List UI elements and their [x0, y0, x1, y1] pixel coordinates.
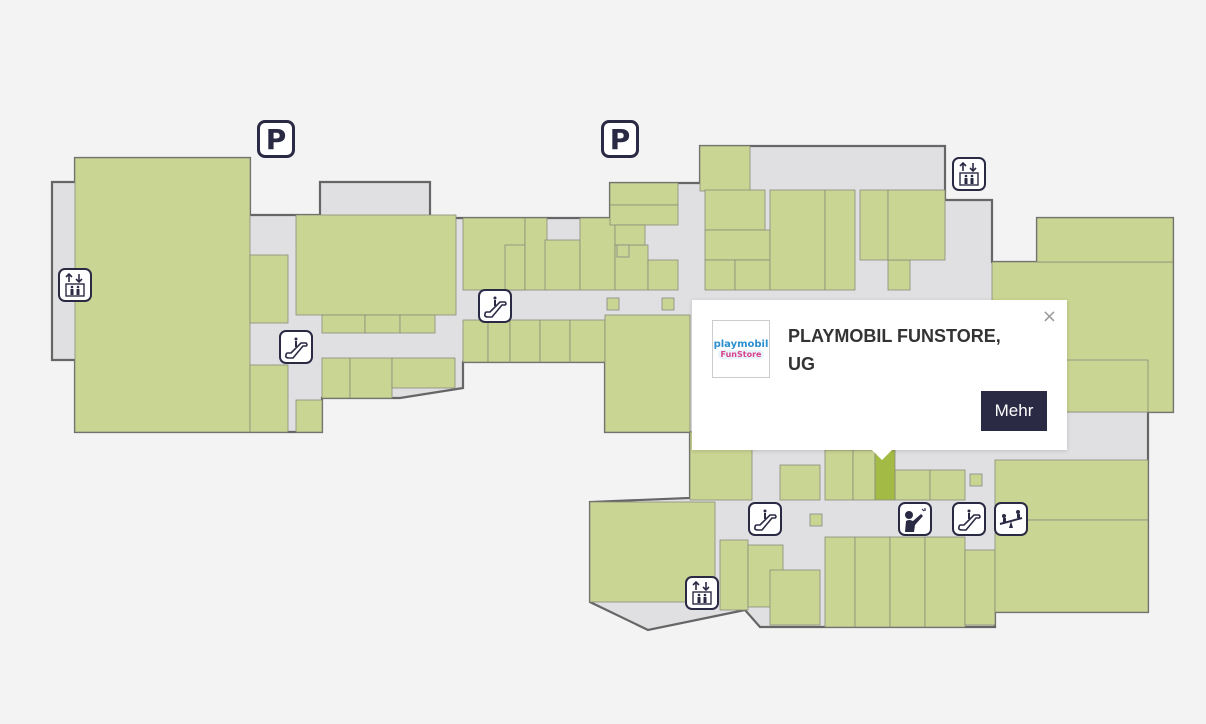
shop-unit[interactable] — [364, 314, 401, 334]
shop-unit[interactable] — [504, 244, 526, 291]
shop-unit[interactable] — [1059, 359, 1149, 413]
close-icon[interactable]: × — [1041, 306, 1057, 327]
shop-unit[interactable] — [399, 314, 436, 334]
shop-unit[interactable] — [964, 549, 996, 626]
shop-unit[interactable] — [524, 217, 548, 291]
shop-unit[interactable] — [887, 259, 911, 291]
parking-icon[interactable]: P — [601, 120, 639, 158]
shop-unit[interactable] — [609, 204, 679, 226]
pillar — [969, 473, 983, 487]
shop-unit[interactable] — [719, 539, 749, 611]
shop-unit[interactable] — [699, 145, 751, 192]
shop-info-popup: playmobil FunStore PLAYMOBIL FUNSTORE, U… — [692, 300, 1067, 460]
shop-unit[interactable] — [321, 357, 351, 399]
shop-unit[interactable] — [924, 536, 966, 628]
shop-unit[interactable] — [779, 464, 821, 501]
shop-unit[interactable] — [647, 259, 679, 291]
shop-unit[interactable] — [569, 319, 606, 363]
shop-unit[interactable] — [487, 319, 511, 363]
shop-unit[interactable] — [1036, 217, 1174, 263]
shop-unit[interactable] — [321, 314, 366, 334]
shop-unit[interactable] — [704, 189, 766, 231]
shop-unit[interactable] — [859, 189, 889, 261]
shop-unit[interactable] — [887, 189, 946, 261]
pillar — [606, 297, 620, 311]
shop-unit[interactable] — [824, 536, 856, 628]
shop-unit[interactable] — [579, 217, 616, 291]
escalator-icon[interactable] — [952, 502, 986, 536]
shop-unit[interactable] — [704, 229, 771, 261]
shop-unit[interactable] — [462, 319, 489, 363]
playground-seesaw-icon[interactable] — [994, 502, 1028, 536]
shop-unit[interactable] — [824, 189, 856, 291]
shop-unit[interactable] — [295, 399, 323, 433]
shop-unit[interactable] — [734, 259, 771, 291]
elevator-icon[interactable] — [952, 157, 986, 191]
shop-unit[interactable] — [539, 319, 571, 363]
parking-icon[interactable]: P — [257, 120, 295, 158]
shop-logo: playmobil FunStore — [712, 320, 770, 378]
shop-unit[interactable] — [604, 314, 691, 433]
shop-unit[interactable] — [894, 469, 931, 501]
escalator-icon[interactable] — [279, 330, 313, 364]
shop-unit[interactable] — [854, 536, 891, 628]
elevator-icon[interactable] — [58, 268, 92, 302]
shop-unit[interactable] — [769, 189, 826, 291]
shop-unit[interactable] — [704, 259, 736, 291]
shop-unit[interactable] — [929, 469, 966, 501]
elevator-icon[interactable] — [685, 576, 719, 610]
shop-unit[interactable] — [509, 319, 541, 363]
shop-unit[interactable] — [74, 157, 251, 433]
shop-unit[interactable] — [544, 239, 581, 291]
shops-layer — [74, 145, 1174, 628]
shop-unit[interactable] — [889, 536, 926, 628]
shop-unit[interactable] — [249, 364, 289, 433]
pillar — [809, 513, 823, 527]
pillar — [616, 244, 630, 258]
shop-unit[interactable] — [391, 357, 456, 389]
shop-unit[interactable] — [295, 214, 457, 316]
more-button[interactable]: Mehr — [981, 391, 1047, 431]
escalator-icon[interactable] — [478, 289, 512, 323]
shop-unit[interactable] — [249, 254, 289, 324]
pillar — [661, 297, 675, 311]
shop-title: PLAYMOBIL FUNSTORE, UG — [788, 326, 1001, 374]
shop-unit[interactable] — [609, 182, 679, 206]
shop-unit[interactable] — [614, 224, 646, 246]
shop-unit[interactable] — [824, 449, 854, 501]
shop-unit[interactable] — [349, 357, 393, 399]
shop-unit[interactable] — [769, 569, 821, 626]
escalator-icon[interactable] — [748, 502, 782, 536]
selfie-point-icon[interactable] — [898, 502, 932, 536]
